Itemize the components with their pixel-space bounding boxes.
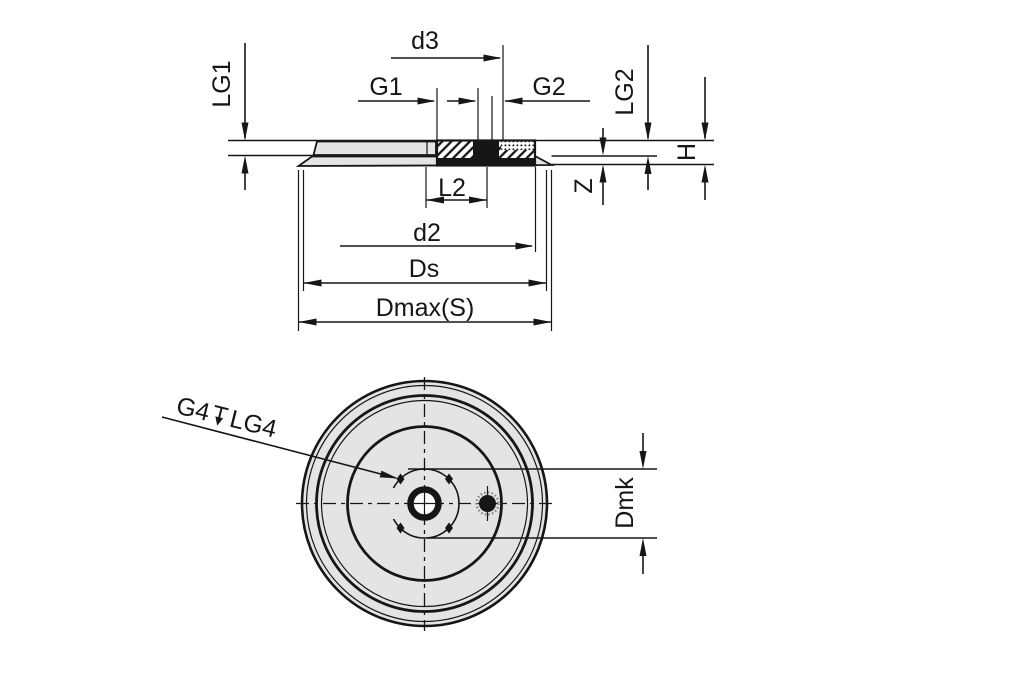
- dim-g2: G2: [504, 73, 590, 105]
- g4-hole-thread-halo: [475, 491, 500, 516]
- label-ds: Ds: [409, 255, 440, 283]
- insert-stipple-area: [501, 141, 534, 150]
- side-view-section: d3 G1 G2 LG1: [208, 27, 714, 331]
- label-h: H: [673, 143, 701, 161]
- dim-z: Z: [570, 128, 607, 205]
- label-lg2: LG2: [611, 68, 639, 115]
- dim-lg1: LG1: [208, 43, 249, 190]
- label-g2: G2: [532, 73, 565, 101]
- dim-lg2: LG2: [611, 45, 652, 190]
- label-g1: G1: [369, 73, 402, 101]
- leader-arrowhead: [379, 470, 398, 479]
- dim-l2: L2: [426, 174, 487, 204]
- g4-side-port-hole: [475, 486, 500, 521]
- label-d2: d2: [413, 219, 441, 247]
- dim-g1-g2-middle: [447, 97, 477, 105]
- top-view: G4 LG4 Dmk: [161, 377, 657, 631]
- dim-dmk: Dmk: [408, 433, 657, 574]
- bolt-mark-sw: [396, 522, 405, 534]
- dim-d3: d3: [391, 27, 502, 62]
- bolt-circle-marks: [396, 473, 453, 534]
- bolt-mark-nw: [396, 473, 405, 485]
- bead-circle-inner: [320, 399, 529, 608]
- inner-plate-circle: [346, 425, 503, 582]
- dim-g1: G1: [358, 73, 436, 105]
- dim-d2: d2: [340, 219, 534, 250]
- dim-h: H: [673, 77, 709, 200]
- depth-symbol-icon: [214, 404, 229, 426]
- label-l2: L2: [438, 174, 466, 202]
- label-dmax-s: Dmax(S): [376, 294, 475, 322]
- fitting-insert-hatched: [435, 139, 537, 167]
- bolt-mark-se: [445, 522, 453, 534]
- label-d3: d3: [411, 27, 439, 55]
- bolt-mark-ne: [445, 473, 453, 485]
- label-dmk: Dmk: [611, 477, 639, 529]
- dim-dmax-s: Dmax(S): [298, 294, 552, 326]
- center-hub: [407, 486, 442, 521]
- label-lg1: LG1: [208, 60, 236, 107]
- label-lg4: LG4: [227, 405, 280, 444]
- cup-top-plate: [312, 140, 437, 156]
- insert-bottom-band: [438, 158, 534, 165]
- dim-ds: Ds: [303, 255, 547, 287]
- label-z: Z: [570, 178, 598, 193]
